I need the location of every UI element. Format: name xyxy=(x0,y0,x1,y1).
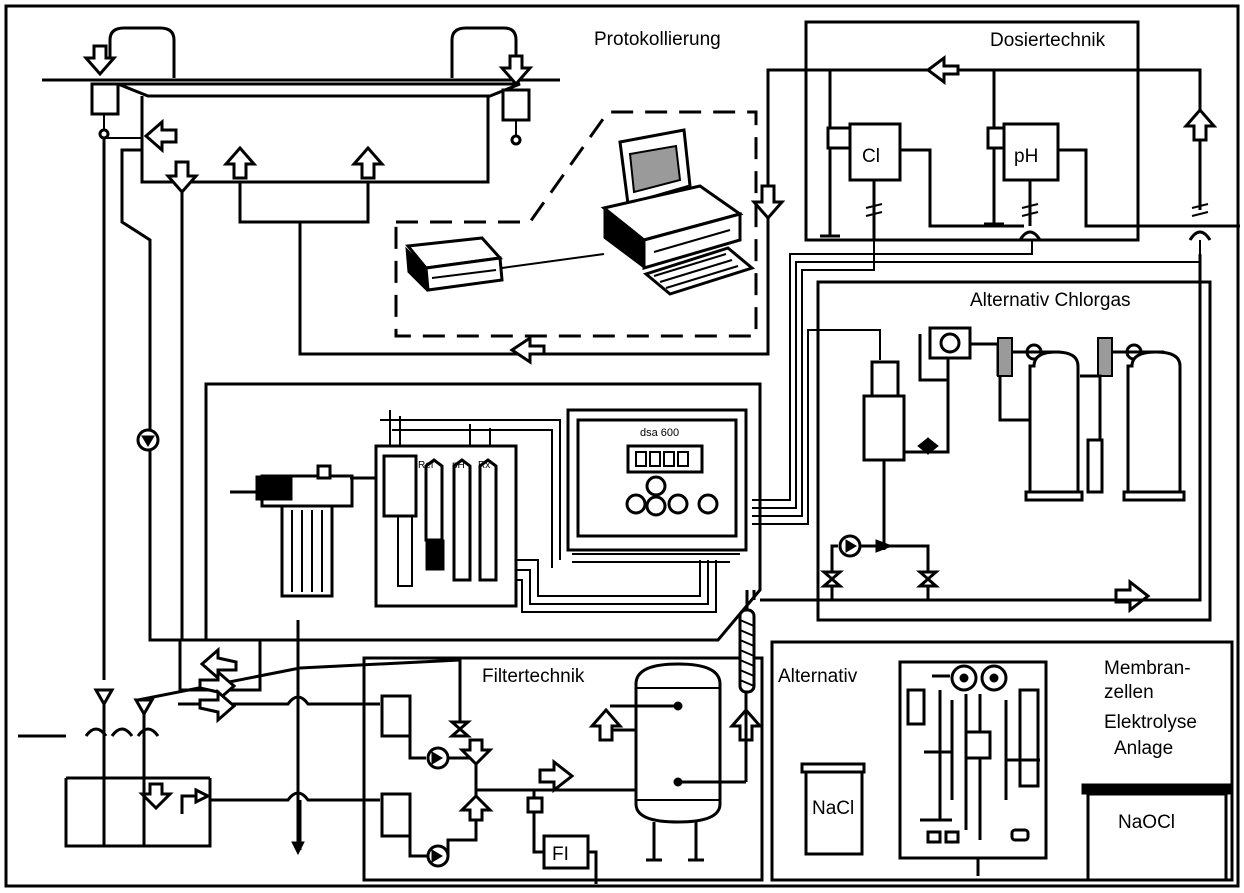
pool-section xyxy=(42,26,1202,680)
computer-icon xyxy=(600,128,756,296)
prefilter-2 xyxy=(380,792,412,838)
nacl-label: NaCl xyxy=(812,798,854,819)
filter-section: Filtertechnik xyxy=(137,590,764,884)
connection-lines xyxy=(752,254,1202,602)
gas-cylinder-2 xyxy=(1126,350,1182,494)
controller-brand: dsa 600 xyxy=(640,427,679,439)
gas-cylinder-1 xyxy=(1028,350,1080,494)
filter-housing xyxy=(230,464,380,598)
electrode-board: Ref pH Rx xyxy=(374,410,518,608)
ph-sensor-label: pH xyxy=(1014,146,1038,167)
balance-tank xyxy=(18,428,212,848)
outer-frame xyxy=(4,4,1240,888)
label-membrane-1: Membran- xyxy=(1104,658,1191,679)
inlet-nozzle-right xyxy=(501,88,531,122)
label-membrane-2: zellen xyxy=(1104,682,1154,703)
label-membrane-3: Elektrolyse xyxy=(1104,712,1197,733)
flow-indicator-label: FI xyxy=(552,844,569,865)
label-protokollierung: Protokollierung xyxy=(594,29,721,50)
probe-label-rx: Rx xyxy=(478,460,490,471)
probe-label-ref: Ref xyxy=(418,460,434,471)
chlorine-gas-section: Alternativ Chlorgas xyxy=(760,280,1212,622)
label-filtertechnik: Filtertechnik xyxy=(482,666,585,687)
inlet-nozzle-left xyxy=(90,82,120,116)
injector xyxy=(862,394,906,462)
electrolysis-section: Alternativ Membran- zellen Elektrolyse A… xyxy=(770,640,1234,882)
naocl-label: NaOCl xyxy=(1118,812,1175,833)
chlorine-sensor-label: Cl xyxy=(862,146,880,167)
nacl-tank xyxy=(804,770,864,856)
flow-arrows xyxy=(82,44,1218,614)
dosing-section: Dosiertechnik Cl pH xyxy=(804,20,1240,242)
measuring-panel: Ref pH Rx dsa 600 xyxy=(204,382,762,856)
label-dosiertechnik: Dosiertechnik xyxy=(990,30,1106,51)
controller-unit: dsa 600 xyxy=(566,408,748,563)
label-membrane-4: Anlage xyxy=(1114,738,1173,759)
naocl-tank xyxy=(1086,792,1228,882)
label-alternativ-chlorgas: Alternativ Chlorgas xyxy=(970,290,1131,311)
printer-icon xyxy=(405,236,504,292)
prefilter-1 xyxy=(380,694,412,738)
probe-label-ph: pH xyxy=(452,460,465,471)
label-alternativ: Alternativ xyxy=(778,666,858,687)
protocol-section: Protokollierung xyxy=(394,29,758,338)
heat-exchanger xyxy=(738,590,756,694)
